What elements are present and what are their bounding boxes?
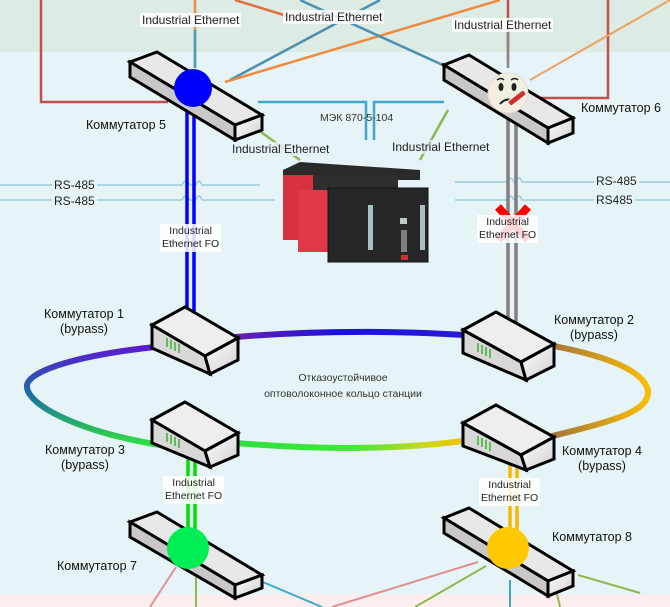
switch-1-mode: (bypass) bbox=[60, 322, 108, 336]
link-label-ie-mid-2: Industrial Ethernet bbox=[390, 140, 492, 154]
ring-segment-bottom bbox=[233, 437, 473, 451]
switch-5-status-dot bbox=[174, 69, 212, 107]
ring-segment-top bbox=[233, 328, 652, 439]
fo-label-line2: Ethernet FO bbox=[165, 490, 223, 502]
fo-label-line1: Industrial bbox=[486, 216, 529, 228]
fiber-ring bbox=[24, 328, 652, 451]
fo-label-sw5-sw1: Industrial Ethernet FO bbox=[160, 224, 222, 252]
switch-4-device[interactable] bbox=[459, 403, 558, 473]
bottom-zone bbox=[0, 594, 670, 607]
serial-label-3: RS-485 bbox=[594, 174, 639, 188]
switch-7-label: Коммутатор 7 bbox=[57, 559, 137, 573]
fo-label-line1: Industrial bbox=[172, 477, 215, 489]
fo-label-line2: Ethernet FO bbox=[481, 492, 539, 504]
switch-2-mode: (bypass) bbox=[570, 328, 618, 342]
fo-label-line2: Ethernet FO bbox=[479, 229, 537, 241]
uplink-orange-3 bbox=[529, 0, 670, 81]
ring-segment-left bbox=[24, 344, 163, 448]
fo-label-line2: Ethernet FO bbox=[162, 238, 220, 250]
switch-4-label: Коммутатор 4 (bypass) bbox=[562, 444, 642, 474]
uplink-red-left bbox=[39, 0, 168, 104]
iec104-line-2 bbox=[372, 100, 444, 140]
switch-4-mode: (bypass) bbox=[578, 459, 626, 473]
iec104-line-1 bbox=[258, 100, 368, 140]
switch-8-status-dot bbox=[487, 527, 529, 569]
link-label-ie-top-2: Industrial Ethernet bbox=[283, 10, 385, 24]
link-label-ie-top-3: Industrial Ethernet bbox=[452, 18, 554, 32]
top-zone bbox=[0, 0, 670, 52]
switch-4-name: Коммутатор 4 bbox=[562, 444, 642, 458]
switch-2-device[interactable] bbox=[459, 310, 558, 383]
ring-caption-line2: оптоволоконное кольцо станции bbox=[264, 388, 422, 400]
serial-label-2: RS-485 bbox=[52, 194, 97, 208]
uplink-orange-2 bbox=[224, 0, 501, 84]
plc-controller[interactable] bbox=[283, 162, 429, 263]
ring-caption-line1: Отказоустойчивое bbox=[298, 372, 388, 384]
switch-3-device[interactable] bbox=[148, 400, 242, 470]
switch-2-label: Коммутатор 2 (bypass) bbox=[554, 313, 634, 343]
station-zone bbox=[0, 52, 670, 594]
switch-1-label: Коммутатор 1 (bypass) bbox=[44, 307, 124, 337]
serial-label-4: RS485 bbox=[594, 193, 635, 207]
switch-8-label: Коммутатор 8 bbox=[552, 530, 632, 544]
serial-label-1: RS-485 bbox=[52, 178, 97, 192]
switch-1-name: Коммутатор 1 bbox=[44, 307, 124, 321]
switch-3-mode: (bypass) bbox=[61, 458, 109, 472]
switch-3-label: Коммутатор 3 (bypass) bbox=[45, 443, 125, 473]
switch-1-device[interactable] bbox=[148, 305, 242, 377]
switch-5-label: Коммутатор 5 bbox=[86, 118, 166, 132]
uplink-red-right bbox=[522, 0, 610, 100]
sick-face-icon bbox=[487, 72, 529, 114]
protocol-label-iec104: МЭК 870-5-104 bbox=[320, 112, 394, 124]
link-label-ie-mid-1: Industrial Ethernet bbox=[230, 142, 332, 156]
switch-6-label: Коммутатор 6 bbox=[581, 101, 661, 115]
fo-label-line1: Industrial bbox=[488, 479, 531, 491]
fo-label-sw4-sw8: Industrial Ethernet FO bbox=[479, 478, 541, 506]
fo-label-sw3-sw7: Industrial Ethernet FO bbox=[163, 476, 225, 504]
fo-label-sw6-sw2: Industrial Ethernet FO bbox=[477, 215, 539, 243]
switch-3-name: Коммутатор 3 bbox=[45, 443, 125, 457]
switch-2-name: Коммутатор 2 bbox=[554, 313, 634, 327]
ring-caption: Отказоустойчивое оптоволоконное кольцо с… bbox=[258, 372, 428, 401]
link-label-ie-top-1: Industrial Ethernet bbox=[140, 13, 242, 27]
switch-7-status-dot bbox=[167, 527, 209, 569]
fo-label-line1: Industrial bbox=[169, 225, 212, 237]
